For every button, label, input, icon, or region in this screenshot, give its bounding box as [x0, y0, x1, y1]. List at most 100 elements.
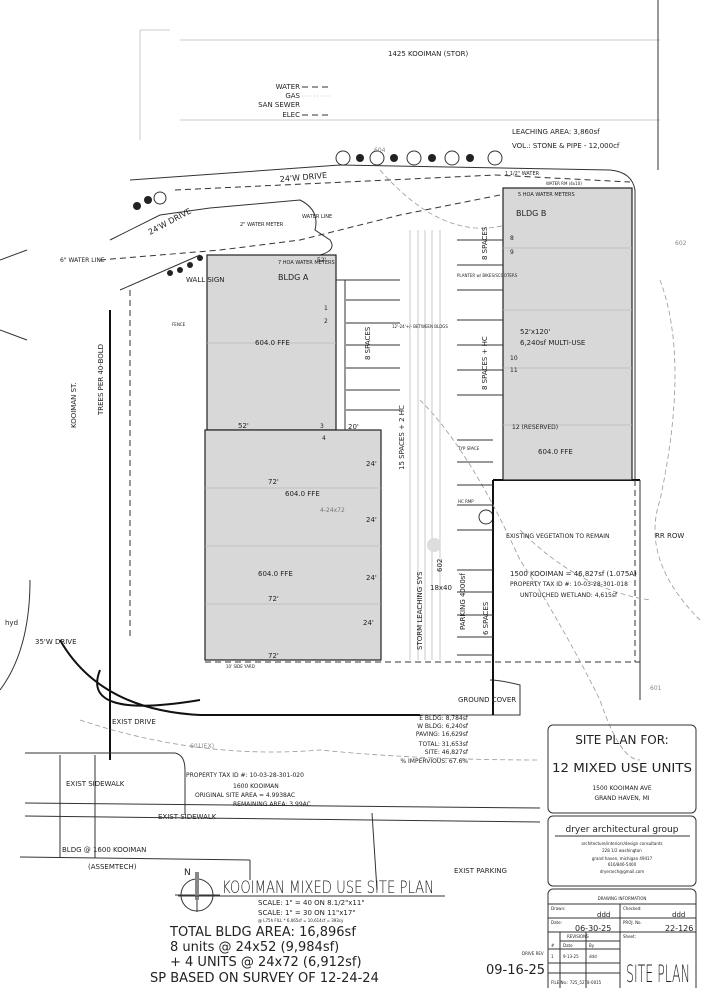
unit-number: 10: [510, 355, 518, 362]
street-label: KOOIMAN ST.: [70, 382, 78, 428]
building-b: [502, 187, 633, 481]
unit-number: 4: [322, 435, 326, 442]
water-meter-label: 2" WATER METER: [240, 222, 284, 228]
date-label: Date:: [551, 920, 562, 925]
wall-sign-label: WALL SIGN: [186, 276, 225, 284]
firm-phone: 616/846-5400: [608, 862, 637, 867]
planter-label: PLANTER w/ BIKES/SCOOTERS: [457, 273, 518, 278]
dimension: 72': [268, 478, 279, 486]
neighbor-building-tenant: (ASSEMTECH): [88, 863, 137, 871]
north-arrow-icon: N: [175, 868, 220, 912]
firm-name: dryer architectural group: [566, 825, 679, 835]
project-number-label: PROJ. No.: [623, 920, 642, 925]
unit-number: 3: [320, 423, 324, 430]
file-number: FILE No.: 725_5278-0015: [551, 980, 602, 985]
leaching-note: LEACHING AREA: 3,860sf VOL.: STONE & PIP…: [512, 128, 620, 150]
building-b-use: 6,240sf MULTI-USE: [520, 339, 585, 347]
tree-row: [133, 150, 503, 525]
trees-note: TREES PER 40-BOLD: [97, 344, 105, 416]
ffe-label: 604.0 FFE: [258, 570, 293, 578]
hc-ramp-label: HC RMP: [458, 499, 474, 504]
hoa-meters-label: 7 HOA WATER METERS: [278, 260, 335, 266]
dimension: 24': [363, 619, 374, 627]
leaching-area: LEACHING AREA: 3,860sf: [512, 128, 600, 136]
water-line-label: 6" WATER LINE: [60, 257, 105, 264]
unit-number: 2: [324, 318, 328, 325]
building-a-south: [204, 429, 382, 661]
neighbor-parcel: PROPERTY TAX ID #: 10-03-28-301-020 1600…: [19, 752, 541, 891]
plan-title: KOOIMAN MIXED USE SITE PLAN: [222, 878, 434, 898]
utility-legend: WATER GAS SAN SEWER ELEC: [258, 83, 330, 119]
units-note: 4-24x72: [320, 507, 345, 514]
pond-elevation: 602: [436, 559, 444, 572]
sheet-value: SITE PLAN: [626, 960, 690, 988]
contour-label: 604: [374, 147, 386, 154]
stat-line: TOTAL: 31,653sf: [418, 741, 469, 748]
dimension: 24': [366, 516, 377, 524]
firm-city: grand haven, michigan 49417: [592, 856, 653, 861]
parking-stalls: [336, 230, 503, 660]
neighbor-tax-id: PROPERTY TAX ID #: 10-03-28-301-020: [186, 772, 304, 779]
dimension: 20': [348, 423, 359, 431]
stat-line: SITE: 46,827sf: [425, 749, 469, 756]
neighbor-remaining-area: REMAINING AREA: 3.99AC: [233, 801, 311, 808]
between-buildings-note: 12'-24'+/- BETWEEN BLDGS: [392, 324, 448, 329]
rev-by: ddd: [589, 954, 597, 959]
subject-parcel-info: 1500 KOOIMAN = 46,827sf (1.075A) PROPERT…: [510, 570, 637, 599]
fence-label: FENCE: [172, 322, 186, 327]
north-parcel-label: 1425 KOOIMAN (STOR): [388, 50, 468, 58]
water-room-label: WATER RM (4x10): [546, 181, 582, 186]
stat-line: PAVING: 16,629sf: [416, 731, 469, 738]
total-building-area: TOTAL BLDG AREA: 16,896sf: [169, 925, 356, 940]
revisions-label: REVISIONS: [567, 934, 589, 939]
unit-dividers: [205, 247, 632, 605]
ffe-label: 604.0 FFE: [255, 339, 290, 347]
contour-label: 602: [675, 240, 687, 247]
legend-water: WATER: [276, 83, 300, 91]
parking-count: 15 SPACES + 2 HC: [398, 405, 406, 470]
drawn-label: Drawn:: [551, 906, 565, 911]
dimension: 24': [366, 574, 377, 582]
dimension: 24': [366, 460, 377, 468]
north-parcel: 1425 KOOIMAN (STOR): [139, 0, 660, 170]
unit-number: 11: [510, 367, 518, 374]
drive-label: 24'W DRIVE: [279, 171, 327, 184]
stat-line: E BLDG: 8,784sf: [419, 715, 469, 722]
title-block: SITE PLAN FOR: 12 MIXED USE UNITS 1500 K…: [547, 724, 697, 988]
drawing-info-heading: DRAWING INFORMATION: [598, 896, 647, 901]
legend-san-sewer: SAN SEWER: [258, 101, 300, 109]
sheet-heading: SITE PLAN FOR:: [575, 733, 668, 747]
firm-street: 228 1/2 washington: [602, 848, 642, 853]
side-yard-label: 10' SIDE YARD: [226, 664, 255, 669]
building-b-label: BLDG B: [516, 209, 546, 218]
contour-label: 601(EX): [190, 743, 214, 750]
water-label: 1 1/2" WATER: [505, 171, 540, 177]
site-stats: E BLDG: 8,784sf W BLDG: 6,240sf PAVING: …: [400, 715, 468, 765]
building-a-north: [206, 254, 337, 431]
stat-line: W BLDG: 6,240sf: [417, 723, 469, 730]
pond-size: 18x40: [430, 584, 452, 592]
unit-summary: + 4 UNITS @ 24x72 (6,912sf): [170, 955, 362, 970]
ffe-label: 604.0 FFE: [538, 448, 573, 456]
parcel-area: 1500 KOOIMAN = 46,827sf (1.075A): [510, 570, 637, 578]
neighbor-address: 1600 KOOIMAN: [233, 783, 279, 790]
dimension: 72': [268, 652, 279, 660]
unit-summary: 8 units @ 24x52 (9,984sf): [170, 940, 339, 955]
sheet-label: Sheet:: [623, 934, 636, 939]
parking-count: 8 SPACES: [364, 326, 372, 360]
drive-label: 35'W DRIVE: [35, 638, 77, 646]
unit-number: 1: [324, 305, 328, 312]
exist-drive-label: EXIST DRIVE: [112, 718, 156, 726]
north-label: N: [184, 868, 191, 878]
ffe-label: 604.0 FFE: [285, 490, 320, 498]
project-number-value: 22-126: [665, 924, 693, 933]
building-b-size: 52'x120': [520, 328, 550, 336]
vegetation-note: EXISTING VEGETATION TO REMAIN: [506, 533, 609, 540]
dimension: 52': [238, 422, 249, 430]
exist-parking-label: EXIST PARKING: [454, 867, 507, 875]
dimension: 52': [317, 257, 327, 264]
exist-sidewalk-label: EXIST SIDEWALK: [158, 813, 217, 821]
scale-note: SCALE: 1" = 30 ON 11"x17": [258, 909, 356, 917]
unit-number: 9: [510, 249, 514, 256]
